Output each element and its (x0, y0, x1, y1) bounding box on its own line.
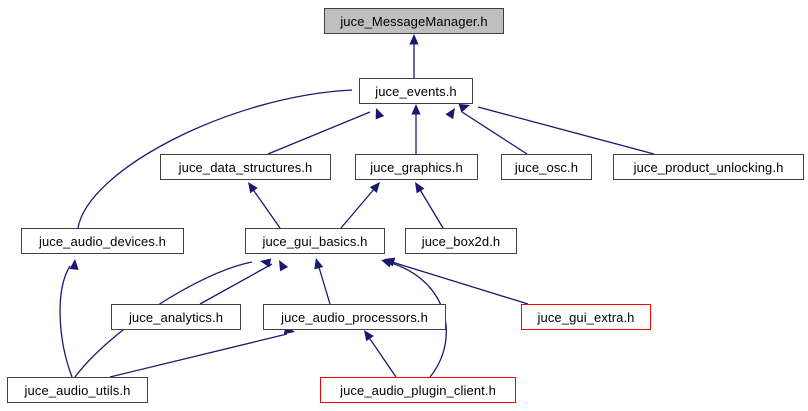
graph-edge-arrowhead (381, 258, 393, 268)
graph-node-gui_extra[interactable]: juce_gui_extra.h (521, 304, 651, 330)
graph-edge-arrowhead (369, 182, 380, 194)
graph-node-label: juce_audio_plugin_client.h (340, 382, 496, 398)
graph-edge-arrowhead (415, 182, 425, 194)
graph-node-label: juce_graphics.h (370, 159, 463, 175)
graph-edge (109, 333, 288, 378)
graph-edge-arrowhead (279, 260, 289, 272)
graph-node-audio_devices[interactable]: juce_audio_devices.h (21, 228, 184, 254)
graph-edge-arrowhead (248, 182, 258, 194)
graph-node-label: juce_analytics.h (128, 309, 224, 325)
graph-node-label: juce_audio_utils.h (24, 382, 131, 398)
graph-edge (461, 111, 528, 155)
graph-node-osc[interactable]: juce_osc.h (501, 154, 592, 180)
graph-edge (59, 265, 73, 378)
graph-node-data_structures[interactable]: juce_data_structures.h (160, 154, 331, 180)
graph-node-label: juce_audio_processors.h (281, 309, 428, 325)
graph-edge-arrowhead (260, 258, 272, 268)
graph-edge-arrowhead (375, 108, 385, 120)
graph-node-label: juce_events.h (375, 83, 457, 99)
graph-node-label: juce_data_structures.h (178, 159, 313, 175)
graph-node-events[interactable]: juce_events.h (359, 78, 473, 104)
graph-node-audio_utils[interactable]: juce_audio_utils.h (7, 377, 148, 403)
graph-node-product_unlocking[interactable]: juce_product_unlocking.h (613, 154, 804, 180)
graph-node-label: juce_MessageManager.h (340, 13, 488, 29)
graph-node-label: juce_box2d.h (421, 233, 501, 249)
graph-node-audio_plugin_client[interactable]: juce_audio_plugin_client.h (320, 377, 516, 403)
graph-node-label: juce_osc.h (514, 159, 579, 175)
graph-node-box2d[interactable]: juce_box2d.h (405, 228, 517, 254)
graph-node-message_manager[interactable]: juce_MessageManager.h (324, 8, 504, 34)
graph-edge-arrowhead (409, 34, 419, 45)
graph-edge (267, 111, 371, 155)
graph-node-label: juce_audio_devices.h (38, 233, 167, 249)
graph-node-label: juce_gui_extra.h (537, 309, 635, 325)
graph-edge (317, 263, 331, 305)
graph-node-analytics[interactable]: juce_analytics.h (111, 304, 241, 330)
graph-edge-arrowhead (69, 259, 79, 270)
graph-edge-arrowhead (445, 108, 455, 120)
graph-edge (251, 187, 281, 229)
graph-node-label: juce_product_unlocking.h (633, 159, 784, 175)
graph-edge-arrowhead (411, 104, 421, 115)
graph-node-graphics[interactable]: juce_graphics.h (355, 154, 478, 180)
graph-edge (199, 263, 273, 305)
graph-edge (340, 187, 376, 229)
graph-edge (418, 187, 444, 229)
graph-node-audio_processors[interactable]: juce_audio_processors.h (263, 304, 446, 330)
graph-edge (391, 261, 529, 305)
graph-edge-arrowhead (314, 258, 324, 270)
graph-edge (367, 335, 397, 378)
graph-edge (477, 106, 655, 155)
graph-node-gui_basics[interactable]: juce_gui_basics.h (245, 228, 385, 254)
graph-node-label: juce_gui_basics.h (262, 233, 368, 249)
graph-edge-arrowhead (384, 257, 396, 267)
